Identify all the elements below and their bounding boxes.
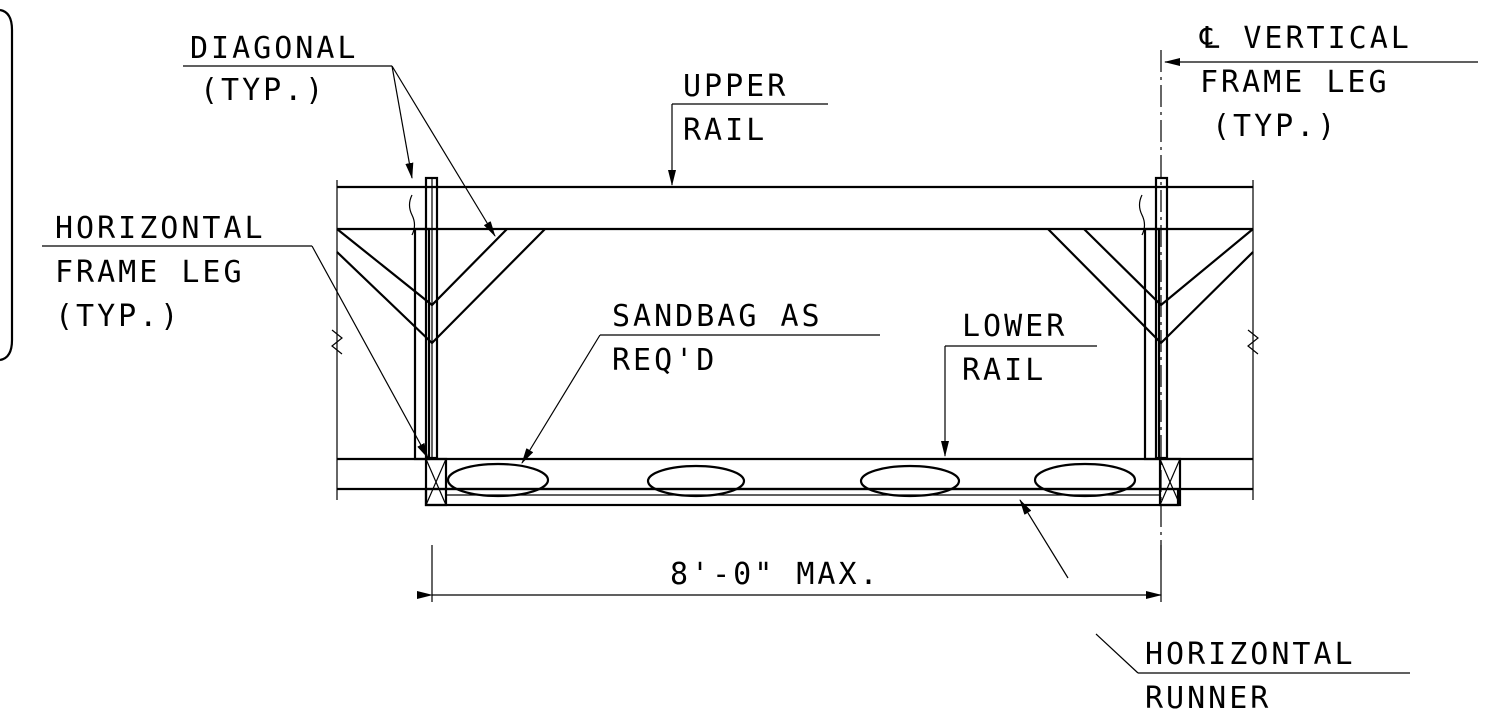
label-sandbag: SANDBAG AS REQ'D [612, 299, 844, 378]
break-lines [331, 180, 1259, 500]
dimension-label: 8'-0" MAX. [670, 557, 881, 592]
right-vertical-frame-leg [1138, 176, 1182, 507]
label-horizontal-runner: HORIZONTAL RUNNER [1145, 637, 1377, 716]
sheet-border [0, 8, 14, 362]
upper-rail [337, 185, 1253, 231]
lower-rail [337, 457, 1253, 491]
horizontal-runner [424, 487, 1180, 507]
right-diagonals [1047, 228, 1254, 345]
label-vertical-frame-leg: ℄ VERTICAL FRAME LEG (TYP.) [1199, 21, 1433, 144]
label-diagonal: DIAGONAL (TYP.) [190, 31, 380, 108]
sandbags [446, 462, 1137, 498]
left-vertical-frame-leg [408, 176, 448, 507]
dimension-line [417, 545, 1162, 602]
label-upper-rail: UPPER RAIL [683, 69, 809, 148]
left-diagonals [336, 228, 546, 345]
label-horizontal-frame-leg: HORIZONTAL FRAME LEG (TYP.) [55, 211, 287, 334]
label-lower-rail: LOWER RAIL [962, 309, 1088, 388]
